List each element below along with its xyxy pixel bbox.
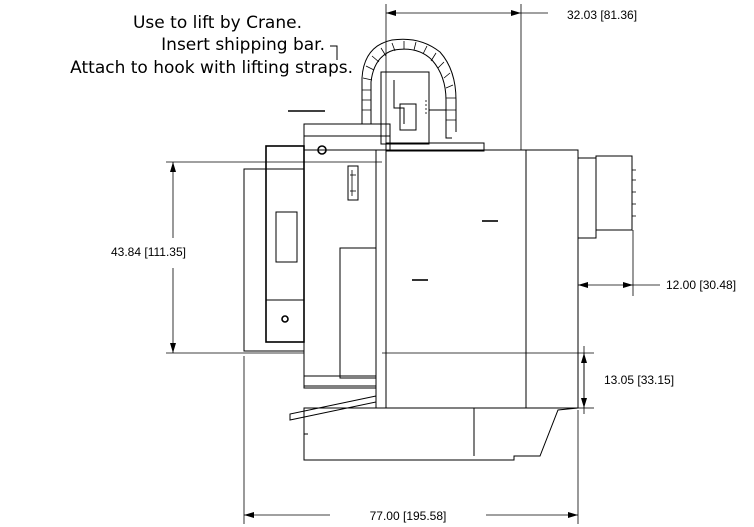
spindle-head (380, 71, 485, 152)
left-door (243, 145, 305, 352)
note-line-1: Use to lift by Crane. (133, 13, 302, 33)
dim-right-offset-label: 12.00 [30.48] (666, 278, 736, 292)
dim-bottom-offset: 13.05 [33.15] (382, 346, 674, 414)
cable-carrier (361, 38, 457, 132)
machine-base (289, 375, 579, 461)
note-line-2: Insert shipping bar. (161, 35, 325, 55)
dim-height-label: 43.84 [111.35] (111, 245, 186, 259)
enclosure-front (375, 149, 579, 409)
door-window (275, 211, 298, 263)
dim-bottom-offset-label: 13.05 [33.15] (604, 373, 674, 387)
lifting-note: Use to lift by Crane. Insert shipping ba… (70, 13, 353, 112)
main-body (303, 149, 579, 409)
dim-top-width: 32.03 [81.36] (385, 4, 637, 150)
dim-overall-width-label: 77.00 [195.58] (370, 509, 447, 523)
door-latch-icon (281, 315, 289, 323)
dim-height: 43.84 [111.35] (111, 161, 382, 354)
dim-top-width-label: 32.03 [81.36] (567, 8, 637, 22)
electrical-cabinet (577, 155, 636, 239)
note-leader (330, 45, 338, 60)
dim-right-offset: 12.00 [30.48] (578, 230, 736, 296)
note-line-3: Attach to hook with lifting straps. (70, 58, 353, 78)
door-panel (265, 145, 305, 343)
side-bracket (347, 165, 359, 201)
head-housing (380, 71, 430, 145)
dim-overall-width: 77.00 [195.58] (243, 356, 579, 524)
